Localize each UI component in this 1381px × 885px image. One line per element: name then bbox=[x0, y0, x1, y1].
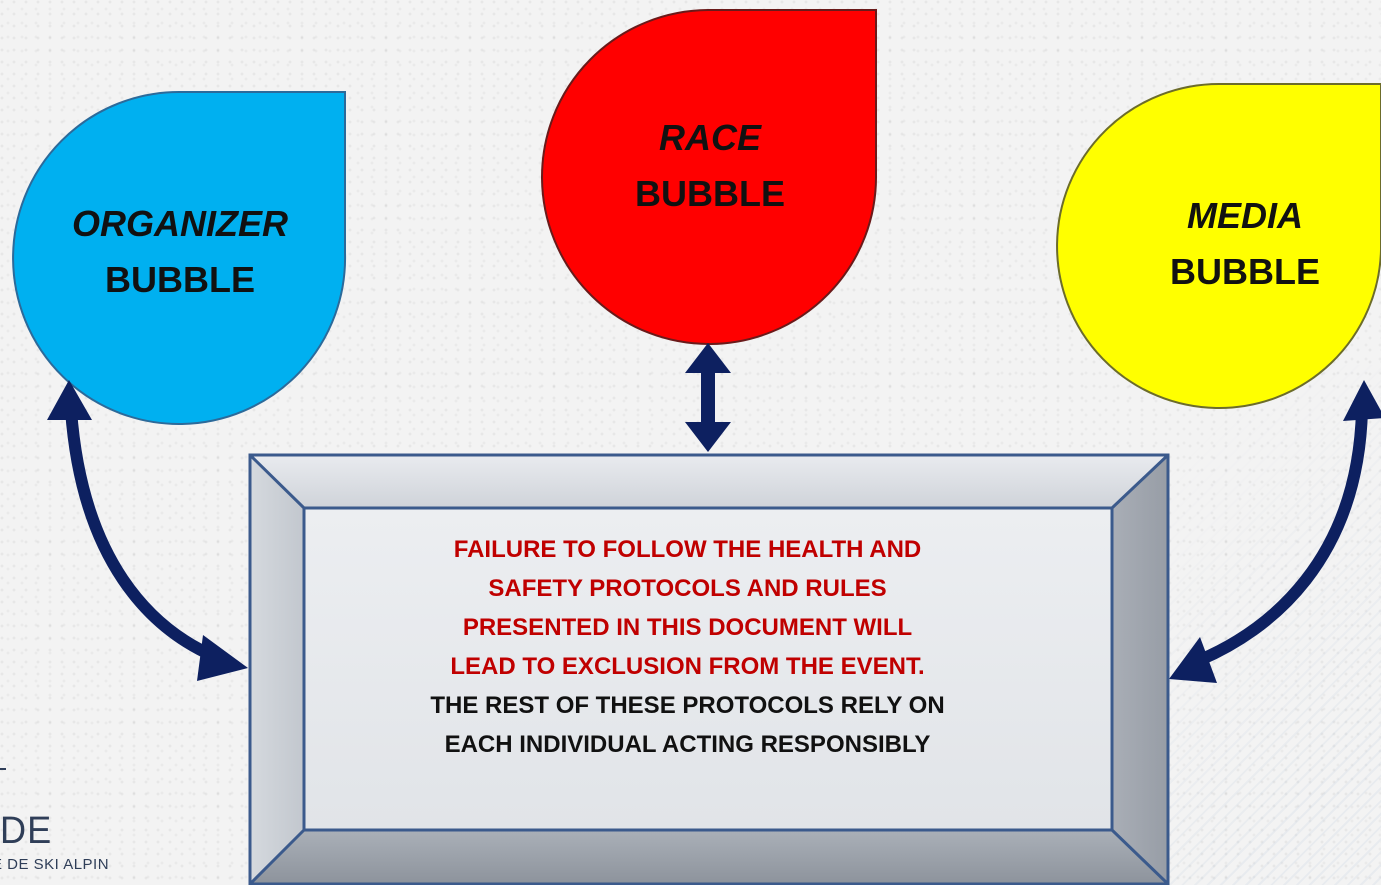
race-double-arrow bbox=[685, 343, 731, 452]
notice-bevel-frame bbox=[248, 453, 1170, 885]
race-bubble-subtitle: BUBBLE bbox=[635, 173, 785, 214]
organizer-bubble-label: ORGANIZER BUBBLE bbox=[40, 196, 320, 308]
organizer-curved-arrow bbox=[47, 380, 248, 681]
media-bubble-subtitle: BUBBLE bbox=[1170, 251, 1320, 292]
race-bubble-label: RACE BUBBLE bbox=[570, 110, 850, 222]
media-bubble-label: MEDIA BUBBLE bbox=[1115, 188, 1375, 300]
logo-mark bbox=[0, 768, 6, 770]
media-bubble bbox=[1056, 82, 1381, 409]
notice-red-line-2: SAFETY PROTOCOLS AND RULES bbox=[488, 575, 887, 602]
logo-text-small: E DE SKI ALPIN bbox=[0, 856, 110, 873]
media-bubble-title: MEDIA bbox=[1187, 195, 1303, 236]
notice-red-line-3: PRESENTED IN THIS DOCUMENT WILL bbox=[462, 614, 913, 641]
notice-red-line-4: LEAD TO EXCLUSION FROM THE EVENT. bbox=[450, 653, 925, 680]
organizer-bubble bbox=[12, 90, 347, 425]
notice-black-line-2: EACH INDIVIDUAL ACTING RESPONSIBLY bbox=[444, 731, 931, 758]
organizer-bubble-subtitle: BUBBLE bbox=[105, 259, 255, 300]
logo-text-large: ONDE bbox=[0, 810, 53, 852]
notice-black-line-1: THE REST OF THESE PROTOCOLS RELY ON bbox=[430, 692, 945, 719]
race-bubble bbox=[541, 9, 878, 345]
notice-red-line-1: FAILURE TO FOLLOW THE HEALTH AND bbox=[453, 536, 922, 563]
race-bubble-title: RACE bbox=[658, 117, 761, 158]
notice-text: FAILURE TO FOLLOW THE HEALTH AND SAFETY … bbox=[330, 530, 1045, 764]
media-curved-arrow bbox=[1169, 380, 1381, 683]
organizer-bubble-title: ORGANIZER bbox=[72, 203, 288, 244]
logo: ONDE E DE SKI ALPIN bbox=[0, 760, 170, 885]
